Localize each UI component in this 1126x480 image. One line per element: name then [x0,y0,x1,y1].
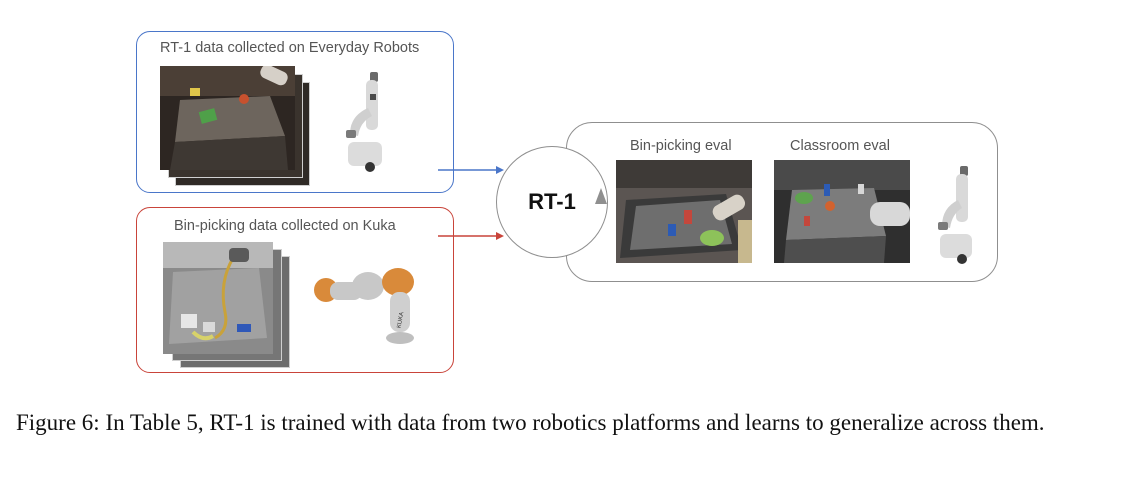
bin-picking-eval-label: Bin-picking eval [630,138,732,154]
everyday-robot-eval-illustration [934,164,978,266]
everyday-robot-illustration [340,68,390,174]
kuka-logo-text: KUKA [397,312,406,329]
bin-picking-eval-photo [616,160,752,263]
everyday-robots-data-label: RT-1 data collected on Everyday Robots [160,40,420,56]
everyday-robot-photo [160,66,295,170]
kuka-bin-photo [163,242,273,354]
classroom-eval-label: Classroom eval [790,138,890,154]
figure-6: RT-1 data collected on Everyday Robots B [136,31,998,373]
kuka-data-label: Bin-picking data collected on Kuka [174,218,396,234]
rt1-model-node: RT-1 [496,146,608,258]
everyday-arrow-head [496,166,504,174]
input-arrows [438,166,504,240]
kuka-arm-illustration: KUKA [310,262,422,346]
output-arrow-head [595,188,607,204]
classroom-eval-photo [774,160,910,263]
figure-caption: Figure 6: In Table 5, RT-1 is trained wi… [16,410,1045,435]
rt1-label: RT-1 [528,189,576,214]
kuka-arrow-head [496,232,504,240]
output-arrow [595,188,607,204]
